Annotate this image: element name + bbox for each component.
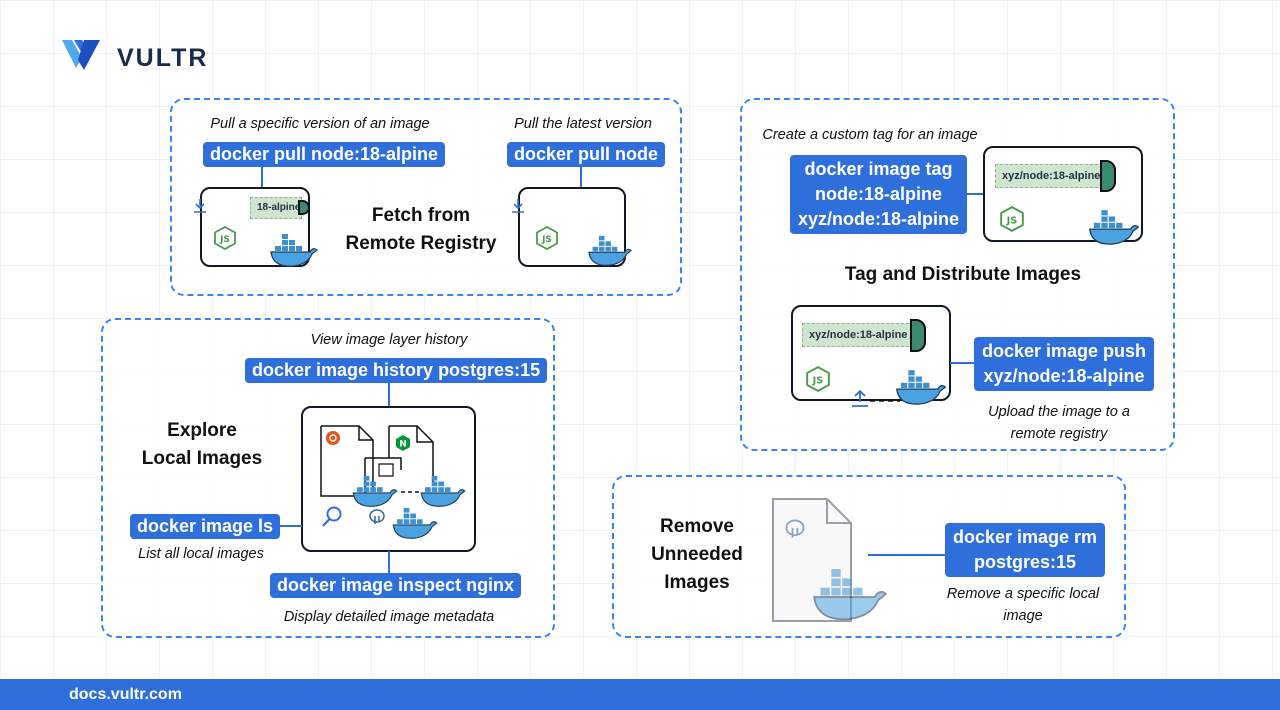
explore-title: Explore Local Images	[141, 420, 263, 469]
docker-whale-icon	[588, 235, 632, 266]
nodejs-icon: JS	[806, 365, 830, 393]
tag-caption: Create a custom tag for an image	[762, 127, 978, 143]
push-caption: Upload the image to a remote registry	[988, 404, 1130, 442]
ubuntu-icon	[326, 431, 340, 445]
tag-title: Tag and Distribute Images	[844, 264, 1082, 285]
svg-text:JS: JS	[219, 235, 230, 245]
docker-whale-icon	[392, 507, 438, 539]
pull-latest-command[interactable]: docker pull node	[507, 142, 666, 167]
footer-url[interactable]: docs.vultr.com	[0, 679, 1280, 710]
postgres-icon	[369, 509, 385, 524]
rm-caption: Remove a specific local image	[946, 586, 1100, 624]
upload-icon	[852, 389, 868, 407]
image-push-command[interactable]: docker image push xyz/node:18-alpine	[974, 337, 1155, 391]
svg-text:JS: JS	[812, 375, 824, 386]
history-caption: View image layer history	[310, 332, 468, 348]
image-history-command[interactable]: docker image history postgres:15	[245, 358, 548, 383]
image-rm-command[interactable]: docker image rm postgres:15	[945, 523, 1106, 577]
fetch-right-caption: Pull the latest version	[514, 116, 652, 132]
docker-whale-icon	[270, 234, 318, 267]
docker-whale-icon	[352, 475, 398, 507]
vultr-logo-icon	[62, 40, 100, 70]
inspect-caption: Display detailed image metadata	[283, 609, 495, 625]
image-tag-18-alpine: 18-alpine	[250, 197, 302, 219]
postgres-icon	[785, 519, 805, 538]
image-tag-command[interactable]: docker image tag node:18-alpine xyz/node…	[790, 155, 968, 234]
svg-text:JS: JS	[541, 235, 552, 245]
image-tag-xyz-bottom: xyz/node:18-alpine	[802, 323, 914, 347]
docker-whale-icon	[813, 569, 888, 621]
magnifier-icon	[322, 506, 342, 527]
docker-whale-icon	[420, 475, 466, 507]
brand-name: VULTR	[117, 44, 209, 72]
svg-text:N: N	[399, 440, 407, 450]
docker-whale-icon	[896, 370, 947, 405]
fetch-title: Fetch from Remote Registry	[345, 205, 497, 254]
nginx-icon: N	[396, 435, 410, 451]
remove-title: Remove Unneeded Images	[651, 516, 743, 593]
image-tag-xyz-top: xyz/node:18-alpine	[995, 164, 1103, 188]
image-ls-command[interactable]: docker image ls	[130, 514, 281, 539]
fetch-left-caption: Pull a specific version of an image	[210, 116, 430, 132]
layered-images-diagram	[320, 425, 434, 504]
pull-specific-command[interactable]: docker pull node:18-alpine	[203, 142, 446, 167]
download-icon	[194, 199, 206, 213]
download-icon	[512, 199, 524, 213]
svg-text:JS: JS	[1006, 215, 1018, 226]
ls-caption: List all local images	[138, 546, 264, 562]
docker-whale-icon	[1089, 210, 1140, 245]
nodejs-icon: JS	[536, 225, 558, 251]
nodejs-icon: JS	[1000, 205, 1024, 233]
nodejs-icon: JS	[214, 225, 236, 251]
image-inspect-command[interactable]: docker image inspect nginx	[270, 573, 522, 598]
